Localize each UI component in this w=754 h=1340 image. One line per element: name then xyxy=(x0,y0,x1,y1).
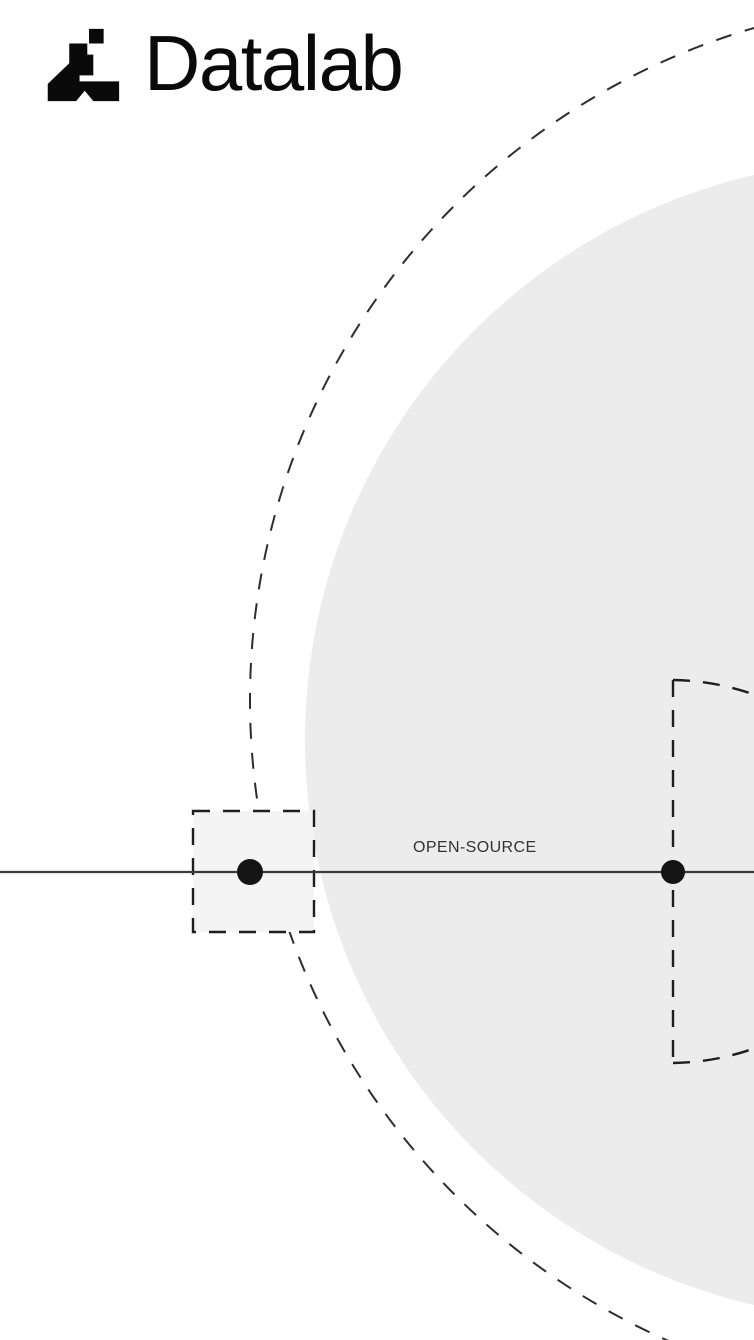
right-node-dot[interactable] xyxy=(661,860,685,884)
left-node-dot[interactable] xyxy=(237,859,263,885)
right-node-bounding-shape-bottom-edge xyxy=(672,1047,754,1065)
dashed-circle-outline xyxy=(249,27,754,1340)
datalab-glyph-icon xyxy=(47,28,120,102)
axis-label-open-source: OPEN-SOURCE xyxy=(413,839,537,856)
brand-logo[interactable]: Datalab xyxy=(40,18,404,108)
right-node-bounding-shape-top-edge xyxy=(672,678,754,696)
filled-circle-shape xyxy=(305,175,754,1305)
brand-wordmark: Datalab xyxy=(144,18,404,107)
